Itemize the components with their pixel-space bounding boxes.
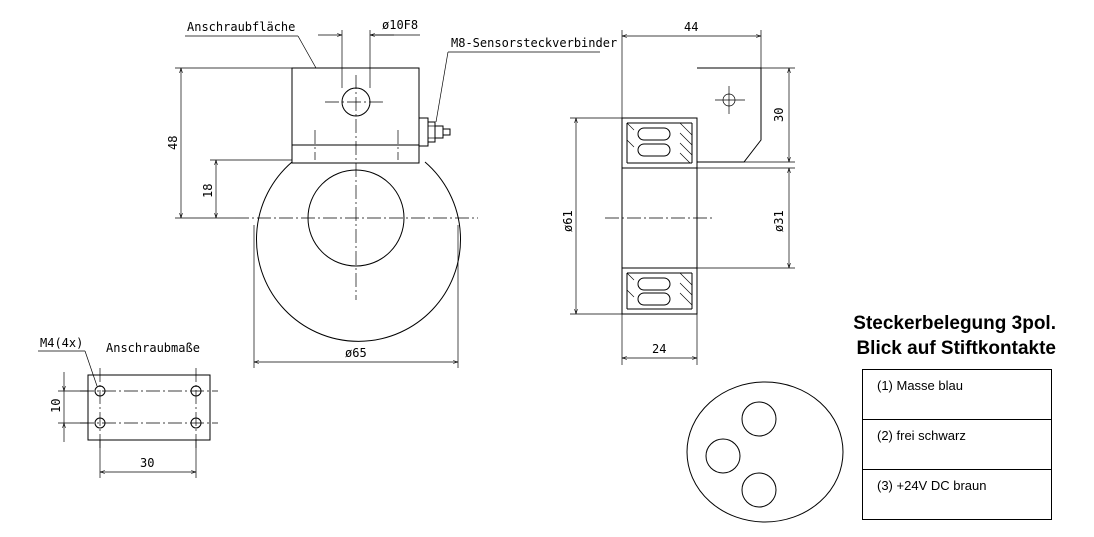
table-row: (1) Masse blau <box>862 369 1052 420</box>
mounting-block <box>291 67 420 164</box>
mounting-surface-label: Anschraubfläche <box>187 20 295 34</box>
vertical-spacing-label: 10 <box>49 399 63 413</box>
mounting-detail: M4(4x) Anschraubmaße 10 30 <box>38 336 218 478</box>
outer-dim-label: ø61 <box>561 210 575 232</box>
connector-outline <box>686 381 844 523</box>
bore-diameter-label: ø10F8 <box>382 18 418 32</box>
connector-label: M8-Sensorsteckverbinder <box>451 36 617 50</box>
side-view: 44 30 ø61 ø31 24 <box>561 20 795 365</box>
height-dim-label: 48 <box>166 136 180 150</box>
sensor-connector <box>418 117 451 147</box>
pin-assignment-title-line-2: Blick auf Stiftkontakte <box>856 338 1056 359</box>
pin-3 <box>741 472 777 508</box>
thread-label: M4(4x) <box>40 336 83 350</box>
ring-width-dim-label: 24 <box>652 342 666 356</box>
pin-assignment-title: Steckerbelegung 3pol. Blick auf Stiftkon… <box>720 311 1056 361</box>
pin-assignment-table: (1) Masse blau (2) frei schwarz (3) +24V… <box>862 369 1052 520</box>
bracket-dim-label: 30 <box>772 108 786 122</box>
horizontal-spacing-label: 30 <box>140 456 154 470</box>
connector-face <box>686 381 844 523</box>
pin-1-label: (1) Masse blau <box>862 369 1052 420</box>
ring-outline <box>256 161 461 342</box>
upper-section <box>626 122 693 164</box>
pin-2 <box>705 438 741 474</box>
pin-3-label: (3) +24V DC braun <box>862 469 1052 520</box>
mounting-dims-title: Anschraubmaße <box>106 341 200 355</box>
pin-assignment-title-line-1: Steckerbelegung 3pol. <box>853 313 1056 334</box>
table-row: (3) +24V DC braun <box>862 469 1052 520</box>
width-dim-label: 44 <box>684 20 698 34</box>
pin-2-label: (2) frei schwarz <box>862 419 1052 470</box>
table-row: (2) frei schwarz <box>862 419 1052 470</box>
center-dim-label: 18 <box>201 184 215 198</box>
pin-1 <box>741 401 777 437</box>
inner-dim-label: ø31 <box>772 210 786 232</box>
lower-section <box>626 272 693 310</box>
front-view: ø10F8 Anschraubfläche M8-Sensorsteckverb… <box>166 18 617 368</box>
outer-diameter-label: ø65 <box>345 346 367 360</box>
